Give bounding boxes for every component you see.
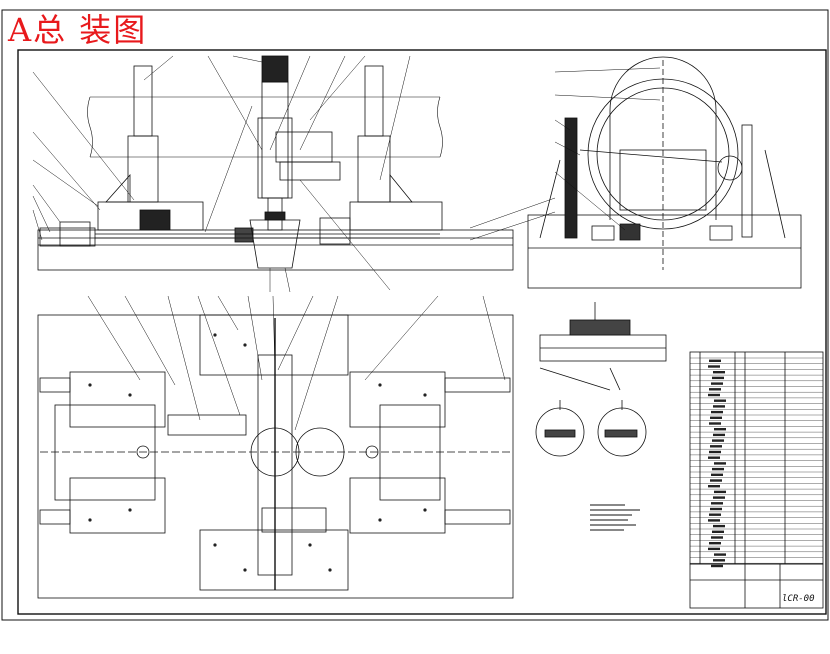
parts-row-entry <box>714 490 726 494</box>
parts-row-entry <box>711 410 723 414</box>
parts-list-entries <box>708 359 726 568</box>
parts-row-entry <box>712 467 724 471</box>
parts-row-entry <box>713 371 725 374</box>
parts-row-entry <box>714 462 726 465</box>
parts-row-entry <box>714 428 726 431</box>
parts-row-entry <box>711 564 723 568</box>
parts-row-entry <box>709 359 721 362</box>
parts-row-entry <box>713 524 725 528</box>
top-view <box>37 314 514 599</box>
sheet-title: A总 装图 <box>8 11 148 49</box>
technical-notes <box>590 504 640 531</box>
parts-row-entry <box>710 445 722 448</box>
parts-row-entry <box>709 422 721 425</box>
parts-row-entry <box>713 559 725 562</box>
drawing-number: lCR-00 <box>782 594 815 604</box>
parts-row-entry <box>713 496 725 499</box>
parts-row-entry <box>710 416 722 419</box>
parts-row-entry <box>708 485 720 488</box>
parts-row-entry <box>708 365 720 368</box>
detail-views <box>535 302 667 457</box>
parts-row-entry <box>711 473 723 476</box>
side-view <box>527 56 802 289</box>
outer-border <box>1 9 829 621</box>
parts-row-entry <box>708 547 720 551</box>
front-leaders <box>32 55 411 293</box>
parts-row-entry <box>709 450 721 454</box>
parts-row-entry <box>708 519 720 522</box>
parts-row-entry <box>709 542 721 545</box>
parts-row-entry <box>711 502 723 505</box>
parts-row-entry <box>710 507 722 511</box>
parts-row-entry <box>708 393 720 397</box>
parts-row-entry <box>714 553 726 556</box>
parts-row-entry <box>713 405 725 408</box>
parts-row-entry <box>709 388 721 391</box>
parts-row-entry <box>712 376 724 380</box>
parts-list-rows <box>690 357 823 564</box>
top-leaders <box>87 295 506 431</box>
front-view <box>37 55 514 271</box>
parts-row-entry <box>714 399 726 402</box>
parts-row-entry <box>709 513 721 516</box>
parts-row-entry <box>712 530 724 533</box>
title-block <box>689 563 824 609</box>
parts-row-entry <box>712 439 724 442</box>
parts-row-entry <box>713 433 725 437</box>
parts-row-entry <box>711 536 723 539</box>
parts-row-entry <box>708 456 720 459</box>
side-leaders <box>469 67 661 241</box>
inner-border <box>17 49 827 615</box>
parts-row-entry <box>710 479 722 482</box>
parts-row-entry <box>711 382 723 385</box>
